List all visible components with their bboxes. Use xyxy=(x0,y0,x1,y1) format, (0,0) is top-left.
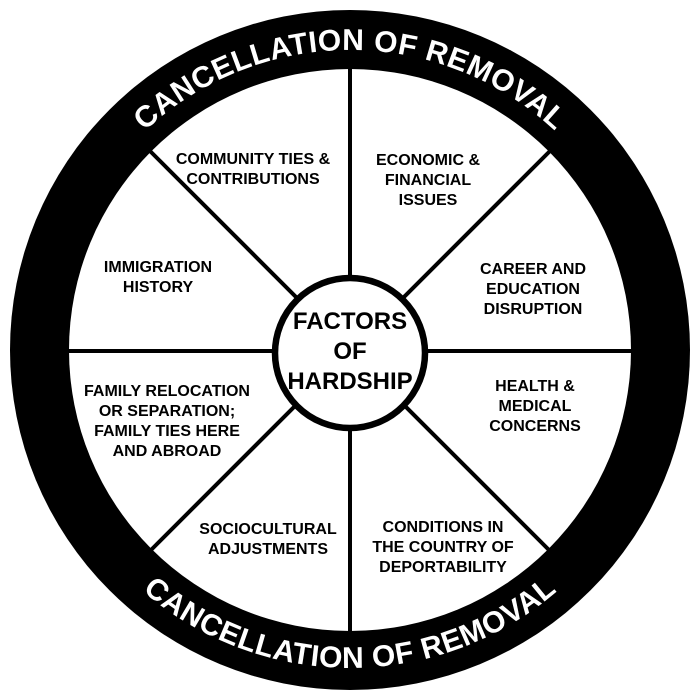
segment-label-family-relocation: FAMILY RELOCATION OR SEPARATION; FAMILY … xyxy=(84,383,250,460)
segment-label-health-medical: HEALTH & MEDICAL CONCERNS xyxy=(489,378,581,435)
segment-label-conditions-country: CONDITIONS IN THE COUNTRY OF DEPORTABILI… xyxy=(372,519,514,576)
segment-label-immigration-history: IMMIGRATION HISTORY xyxy=(103,259,213,296)
segment-label-sociocultural: SOCIOCULTURAL ADJUSTMENTS xyxy=(199,521,337,558)
segment-label-community-ties: COMMUNITY TIES & CONTRIBUTIONS xyxy=(175,151,331,188)
segment-label-career-education: CAREER AND EDUCATION DISRUPTION xyxy=(479,261,587,318)
hub-circle xyxy=(271,274,429,432)
segment-label-economic-financial: ECONOMIC & FINANCIAL ISSUES xyxy=(376,152,480,209)
hub-label: FACTORS OF HARDSHIP xyxy=(287,308,413,395)
